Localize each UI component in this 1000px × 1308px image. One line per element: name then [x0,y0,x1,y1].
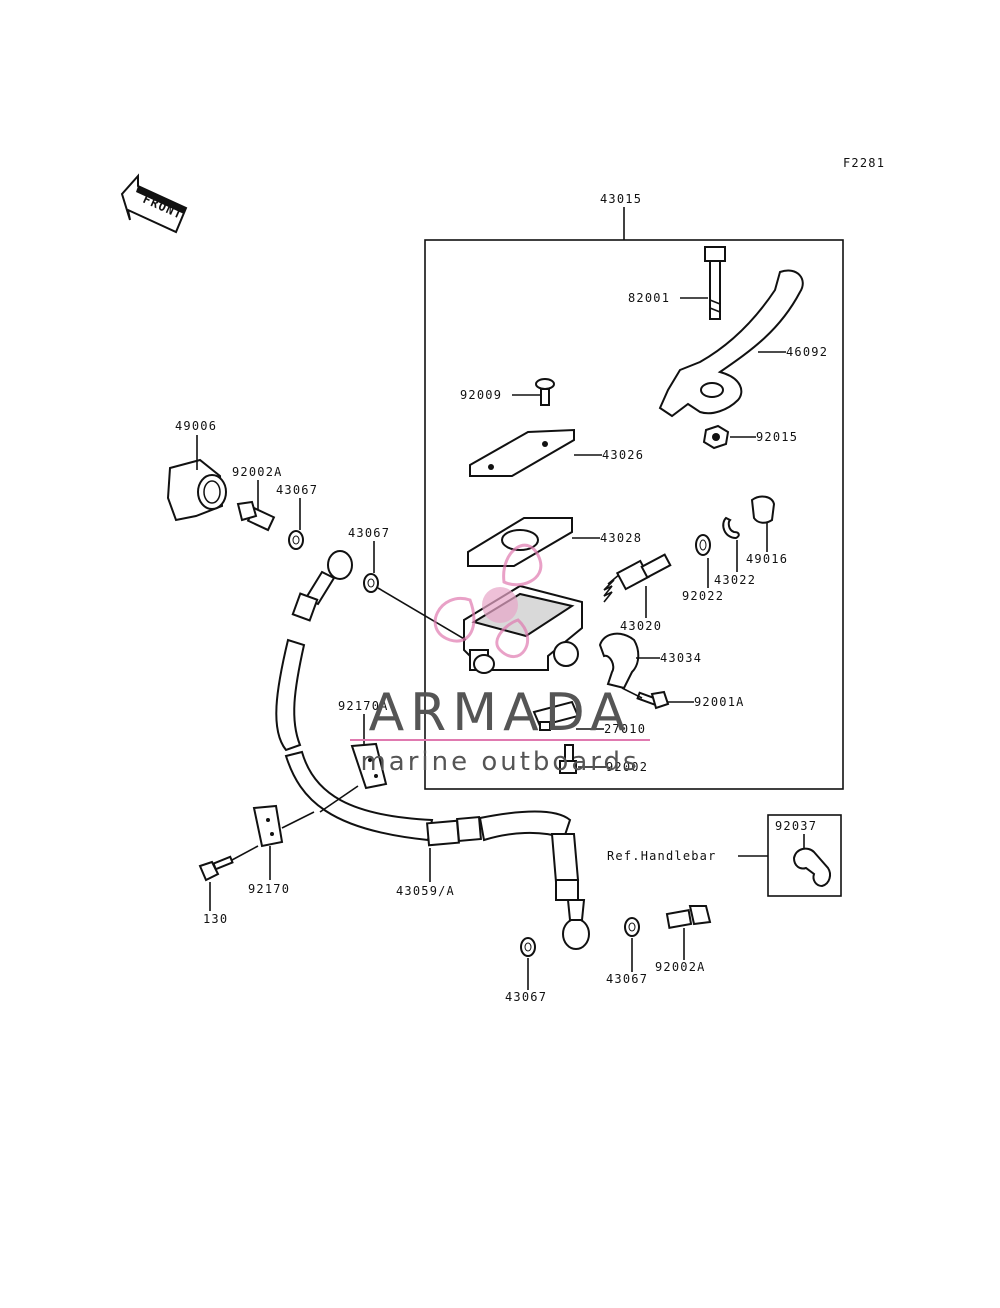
ref-handlebar-label: Ref.Handlebar [607,849,717,863]
label-92037: 92037 [775,819,817,833]
label-92015: 92015 [756,430,798,444]
label-43028: 43028 [600,531,642,545]
label-43067-d: 43067 [606,972,648,986]
label-43067-b: 43067 [348,526,390,540]
lever-46092-icon [658,269,804,418]
circlip-43022-icon [722,516,740,540]
brake-hose-43059A-icon [275,550,590,950]
label-92170A: 92170A [338,699,389,713]
label-43034: 43034 [660,651,702,665]
front-arrow-icon: FRONT [120,173,188,234]
bleeder-92002-icon [559,744,577,774]
label-92002: 92002 [606,760,648,774]
cap-49006-icon [166,458,227,522]
label-43020: 43020 [620,619,662,633]
label-43067-a: 43067 [276,483,318,497]
label-46092: 46092 [786,345,828,359]
bolt-82001-icon [704,246,726,320]
label-92170: 92170 [248,882,290,896]
label-43059A: 43059/A [396,884,455,898]
ref-handlebar-box [767,814,842,897]
label-82001: 82001 [628,291,670,305]
bolt-130-icon [198,855,234,882]
label-43026: 43026 [602,448,644,462]
assembly-box [424,239,844,790]
label-27010: 27010 [604,722,646,736]
watermark-subtitle: marine outboards [360,747,639,777]
clamp-92170A-icon [350,742,388,790]
label-92002A-bottom: 92002A [655,960,706,974]
clamp-92037-icon [792,847,831,888]
label-92009: 92009 [460,388,502,402]
figure-code: F2281 [843,156,885,170]
label-43022: 43022 [714,573,756,587]
label-130: 130 [203,912,228,926]
bolt-92001A-icon [636,690,670,710]
bolt-92002A-top-icon [236,500,276,532]
watermark-logo-icon [433,543,543,658]
label-43067-c: 43067 [505,990,547,1004]
label-49006: 49006 [175,419,217,433]
label-92022: 92022 [682,589,724,603]
cover-43026-icon [469,428,575,477]
switch-27010-icon [532,700,580,731]
label-43015: 43015 [600,192,642,206]
bolt-92002A-bottom-icon [665,905,712,929]
label-92002A-top: 92002A [232,465,283,479]
clamp-43034-icon [598,632,640,690]
piston-43020-icon [603,553,672,603]
screw-92009-icon [535,378,555,406]
master-cylinder-body-icon [463,584,583,674]
clamp-92170-icon [252,804,284,848]
watermark-title: ARMADA [369,683,632,743]
label-92001A: 92001A [694,695,745,709]
boot-49016-icon [750,495,776,524]
label-49016: 49016 [746,552,788,566]
